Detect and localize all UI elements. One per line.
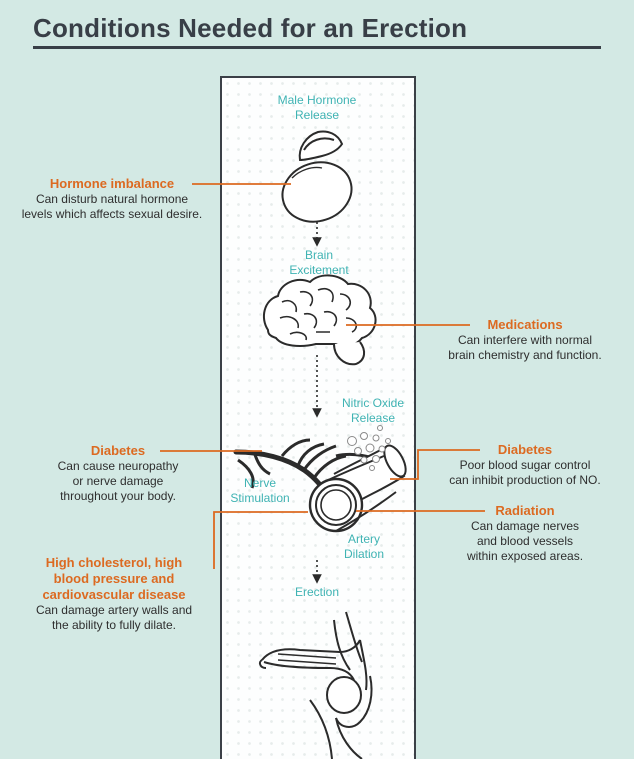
nerve-artery-icon <box>233 438 407 533</box>
condition-desc: Can interfere with normal <box>457 333 593 347</box>
connector-cholesterol <box>213 511 308 569</box>
condition-heading: cardiovascular disease <box>42 587 186 602</box>
condition-desc: Poor blood sugar control <box>459 458 591 472</box>
stage-hormone-release: Male Hormone Release <box>265 93 369 123</box>
condition-desc: levels which affects sexual desire. <box>21 207 203 221</box>
stage-hormone-line1: Male Hormone <box>277 93 357 107</box>
condition-desc: Can disturb natural hormone <box>35 192 189 206</box>
condition-diabetes-neuropathy: Diabetes Can cause neuropathy or nerve d… <box>28 443 208 504</box>
condition-medications: Medications Can interfere with normal br… <box>430 317 620 363</box>
condition-desc: Can cause neuropathy <box>57 459 179 473</box>
condition-cardiovascular: High cholesterol, high blood pressure an… <box>14 555 214 633</box>
stage-brain-excitement: Brain Excitement <box>272 248 366 278</box>
stage-nerve-line1: Nerve <box>243 476 276 490</box>
condition-desc: can inhibit production of NO. <box>449 473 601 487</box>
stage-erection-line1: Erection <box>294 585 340 599</box>
stage-hormone-line2: Release <box>294 108 340 122</box>
condition-heading: Diabetes <box>497 442 553 457</box>
condition-desc: or nerve damage <box>72 474 164 488</box>
stage-erection: Erection <box>280 585 354 600</box>
stage-nerve-stimulation: Nerve Stimulation <box>224 476 296 506</box>
condition-desc: Can damage nerves <box>470 519 580 533</box>
condition-desc: the ability to fully dilate. <box>51 618 177 632</box>
testes-icon <box>281 130 353 223</box>
stage-nerve-line2: Stimulation <box>230 491 290 505</box>
nitric-oxide-bubbles <box>347 425 391 471</box>
condition-heading: Diabetes <box>90 443 146 458</box>
stage-artery-line2: Dilation <box>343 547 385 561</box>
condition-connectors <box>160 183 485 569</box>
stage-nitric-line1: Nitric Oxide <box>341 396 404 410</box>
stage-brain-line2: Excitement <box>289 263 349 277</box>
condition-desc: and blood vessels <box>476 534 574 548</box>
condition-heading: Hormone imbalance <box>49 176 175 191</box>
title-underline <box>33 46 601 49</box>
stage-brain-line1: Brain <box>304 248 333 262</box>
condition-heading: High cholesterol, high <box>45 555 183 570</box>
stage-artery-line1: Artery <box>347 532 380 546</box>
stage-artery-dilation: Artery Dilation <box>334 532 394 562</box>
page-title: Conditions Needed for an Erection <box>33 13 468 43</box>
brain-icon <box>262 274 377 366</box>
stage-nitric-line2: Release <box>350 411 396 425</box>
condition-desc: brain chemistry and function. <box>448 348 602 362</box>
condition-heading: Radiation <box>495 503 555 518</box>
condition-heading: Medications <box>487 317 563 332</box>
stage-nitric-oxide-release: Nitric Oxide Release <box>330 396 416 426</box>
condition-desc: Can damage artery walls and <box>35 603 193 617</box>
condition-radiation: Radiation Can damage nerves and blood ve… <box>438 503 612 564</box>
condition-diabetes-blood-sugar: Diabetes Poor blood sugar control can in… <box>430 442 620 488</box>
condition-heading: blood pressure and <box>53 571 175 586</box>
penis-anatomy-icon <box>258 611 373 759</box>
condition-desc: throughout your body. <box>60 489 176 503</box>
connector-diabetes-right <box>390 449 480 480</box>
condition-desc: within exposed areas. <box>466 549 584 563</box>
condition-hormone-imbalance: Hormone imbalance Can disturb natural ho… <box>12 176 212 222</box>
